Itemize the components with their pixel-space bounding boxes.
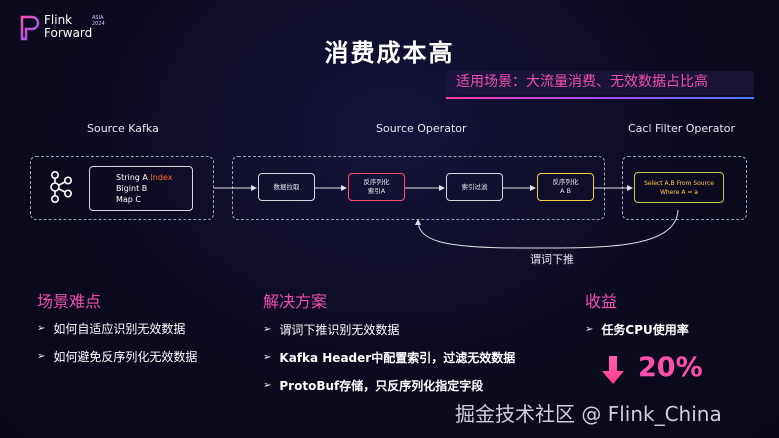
down-arrow-icon <box>602 356 624 384</box>
bullet-arrow-icon: ➢ <box>37 323 46 334</box>
logo-wordmark: Flink Forward <box>44 13 93 40</box>
field-string-a: String A Index <box>116 173 173 182</box>
cpu-reduction-value: 20% <box>638 352 703 383</box>
node-deserialize-index-a: 反序列化索引A <box>348 173 405 201</box>
benefit-item: ➢任务CPU使用率 <box>585 323 689 337</box>
logo-edition: ASIA 2024 <box>92 15 105 27</box>
bullet-arrow-icon: ➢ <box>263 324 272 335</box>
solution-item: ➢Kafka Header中配置索引，过滤无效数据 <box>263 351 516 365</box>
difficulties-heading: 场景难点 <box>37 292 102 311</box>
flink-logo-icon <box>20 15 40 41</box>
field-map-c: Map C <box>116 195 142 204</box>
node-data-pull: 数据拉取 <box>258 173 315 201</box>
source-kafka-group <box>30 156 214 220</box>
slide-title: 消费成本高 <box>324 39 455 67</box>
flink-forward-logo: Flink Forward ASIA 2024 <box>18 14 118 44</box>
benefit-heading: 收益 <box>585 292 618 311</box>
bullet-arrow-icon: ➢ <box>263 352 272 363</box>
label-source-operator: Source Operator <box>376 122 467 135</box>
kafka-icon <box>50 170 72 203</box>
solution-item: ➢谓词下推识别无效数据 <box>263 323 400 337</box>
node-index-filter: 索引过滤 <box>446 173 503 201</box>
field-bigint-b: Bigint B <box>116 184 148 193</box>
solution-item: ➢ProtoBuf存储，只反序列化指定字段 <box>263 379 484 393</box>
scenario-banner: 适用场景：大流量消费、无效数据占比高 <box>446 71 754 95</box>
bullet-arrow-icon: ➢ <box>37 351 46 362</box>
bullet-arrow-icon: ➢ <box>585 324 594 335</box>
pushdown-label: 谓词下推 <box>530 253 574 266</box>
scenario-underline <box>446 97 754 99</box>
difficulty-item: ➢如何避免反序列化无效数据 <box>37 350 198 364</box>
kafka-record-fields: String A Index Bigint B Map C <box>89 166 193 211</box>
difficulty-item: ➢如何自适应识别无效数据 <box>37 322 186 336</box>
arrow-predicate-pushdown <box>415 209 679 249</box>
solution-heading: 解决方案 <box>263 292 328 311</box>
label-filter-operator: Cacl Filter Operator <box>628 122 735 135</box>
watermark: 掘金技术社区 @ Flink_China <box>455 402 722 426</box>
label-source-kafka: Source Kafka <box>87 122 159 135</box>
bullet-arrow-icon: ➢ <box>263 380 272 391</box>
